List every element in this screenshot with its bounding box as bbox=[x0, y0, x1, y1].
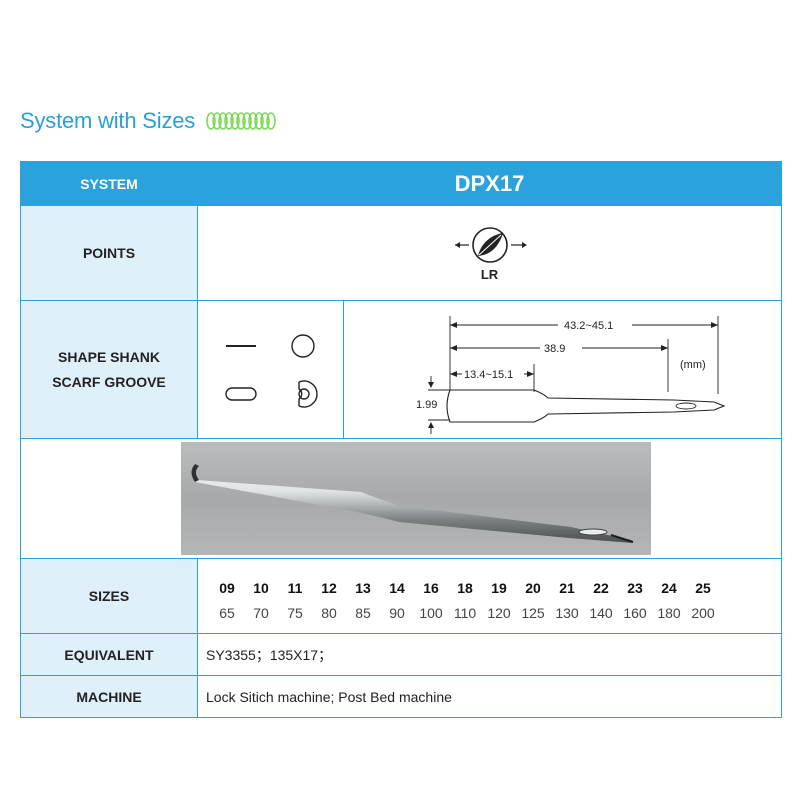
spring-coil-icon bbox=[206, 112, 276, 130]
system-row: SYSTEM DPX17 bbox=[20, 161, 782, 206]
machine-label: MACHINE bbox=[20, 675, 198, 718]
size-nm-value: 11 bbox=[287, 579, 303, 596]
leaf-point-icon bbox=[454, 226, 527, 263]
size-nm-value: 20 bbox=[525, 579, 541, 596]
size-metric-value: 70 bbox=[253, 604, 269, 621]
blade-length-text: 38.9 bbox=[544, 343, 565, 355]
size-metric-value: 90 bbox=[389, 604, 405, 621]
sizes-label: SIZES bbox=[20, 558, 198, 634]
size-nm-value: 14 bbox=[389, 579, 405, 596]
shank-length-text: 13.4~15.1 bbox=[464, 369, 513, 381]
size-metric-value: 110 bbox=[453, 604, 477, 621]
equivalent-value: SY3355；135X17； bbox=[197, 633, 782, 676]
needle-image bbox=[191, 464, 634, 543]
shape-symbols-cell bbox=[197, 300, 344, 439]
equivalent-row: EQUIVALENT SY3355；135X17； bbox=[20, 633, 782, 676]
photo-row bbox=[20, 438, 782, 559]
points-cell: LR bbox=[197, 205, 782, 301]
shape-label: SHAPE SHANK SCARF GROOVE bbox=[20, 300, 198, 439]
size-metric-value: 200 bbox=[691, 604, 715, 621]
size-metric-value: 85 bbox=[355, 604, 371, 621]
system-value: DPX17 bbox=[197, 161, 782, 206]
size-nm-value: 09 bbox=[219, 579, 235, 596]
shank-diameter-text: 1.99 bbox=[416, 399, 437, 411]
sizes-metric-list: 65 70 75 80 85 90 100 110 120 125 130 140 160 180 200 bbox=[210, 605, 781, 621]
size-metric-value: 180 bbox=[657, 604, 681, 621]
needle-diagram-cell: 43.2~45.1 38.9 13.4~15.1 1.99 (mm) bbox=[343, 300, 782, 439]
section-heading: System with Sizes bbox=[20, 108, 277, 134]
size-nm-value: 18 bbox=[457, 579, 473, 596]
size-nm-value: 16 bbox=[423, 579, 439, 596]
size-metric-value: 120 bbox=[487, 604, 511, 621]
needle-photo bbox=[181, 442, 651, 555]
size-metric-value: 100 bbox=[419, 604, 443, 621]
round-shank-icon bbox=[291, 333, 315, 358]
shape-row: SHAPE SHANK SCARF GROOVE bbox=[20, 300, 782, 439]
size-metric-value: 65 bbox=[219, 604, 235, 621]
groove-icon bbox=[298, 379, 318, 408]
sizes-row: SIZES 09 10 11 12 13 14 16 18 19 20 21 22 23 24 25 65 7… bbox=[20, 558, 782, 634]
size-nm-value: 22 bbox=[593, 579, 609, 596]
scarf-groove-label: SCARF GROOVE bbox=[52, 374, 166, 390]
size-nm-value: 13 bbox=[355, 579, 371, 596]
size-metric-value: 80 bbox=[321, 604, 337, 621]
size-metric-value: 130 bbox=[555, 604, 579, 621]
total-length-text: 43.2~45.1 bbox=[564, 320, 613, 332]
needle-photo-cell bbox=[20, 438, 782, 559]
unit-text: (mm) bbox=[680, 359, 706, 371]
size-nm-value: 25 bbox=[695, 579, 711, 596]
sizes-nm-list: 09 10 11 12 13 14 16 18 19 20 21 22 23 24 25 bbox=[210, 580, 781, 596]
machine-row: MACHINE Lock Sitich machine; Post Bed ma… bbox=[20, 675, 782, 718]
size-nm-value: 12 bbox=[321, 579, 337, 596]
points-row: POINTS LR bbox=[20, 205, 782, 301]
shape-shank-label: SHAPE SHANK bbox=[58, 349, 160, 365]
size-metric-value: 125 bbox=[521, 604, 545, 621]
size-nm-value: 21 bbox=[559, 579, 575, 596]
size-metric-value: 75 bbox=[287, 604, 303, 621]
machine-value: Lock Sitich machine; Post Bed machine bbox=[197, 675, 782, 718]
size-metric-value: 140 bbox=[589, 604, 613, 621]
size-nm-value: 19 bbox=[491, 579, 507, 596]
spec-table: SYSTEM DPX17 POINTS LR SHAPE SHANK SCARF… bbox=[20, 161, 782, 718]
equivalent-label: EQUIVALENT bbox=[20, 633, 198, 676]
needle-dimension-diagram: 43.2~45.1 38.9 13.4~15.1 1.99 (mm) bbox=[416, 315, 726, 434]
size-nm-value: 23 bbox=[627, 579, 643, 596]
points-code: LR bbox=[480, 266, 499, 282]
system-label: SYSTEM bbox=[20, 161, 198, 206]
section-title: System with Sizes bbox=[20, 108, 196, 133]
size-nm-value: 10 bbox=[253, 579, 269, 596]
size-nm-value: 24 bbox=[661, 579, 677, 596]
size-metric-value: 160 bbox=[623, 604, 647, 621]
points-label: POINTS bbox=[20, 205, 198, 301]
sizes-cell: 09 10 11 12 13 14 16 18 19 20 21 22 23 24 25 65 70 75 80 8… bbox=[197, 558, 782, 634]
short-scarf-icon bbox=[225, 386, 257, 401]
flat-shank-icon bbox=[226, 344, 256, 347]
